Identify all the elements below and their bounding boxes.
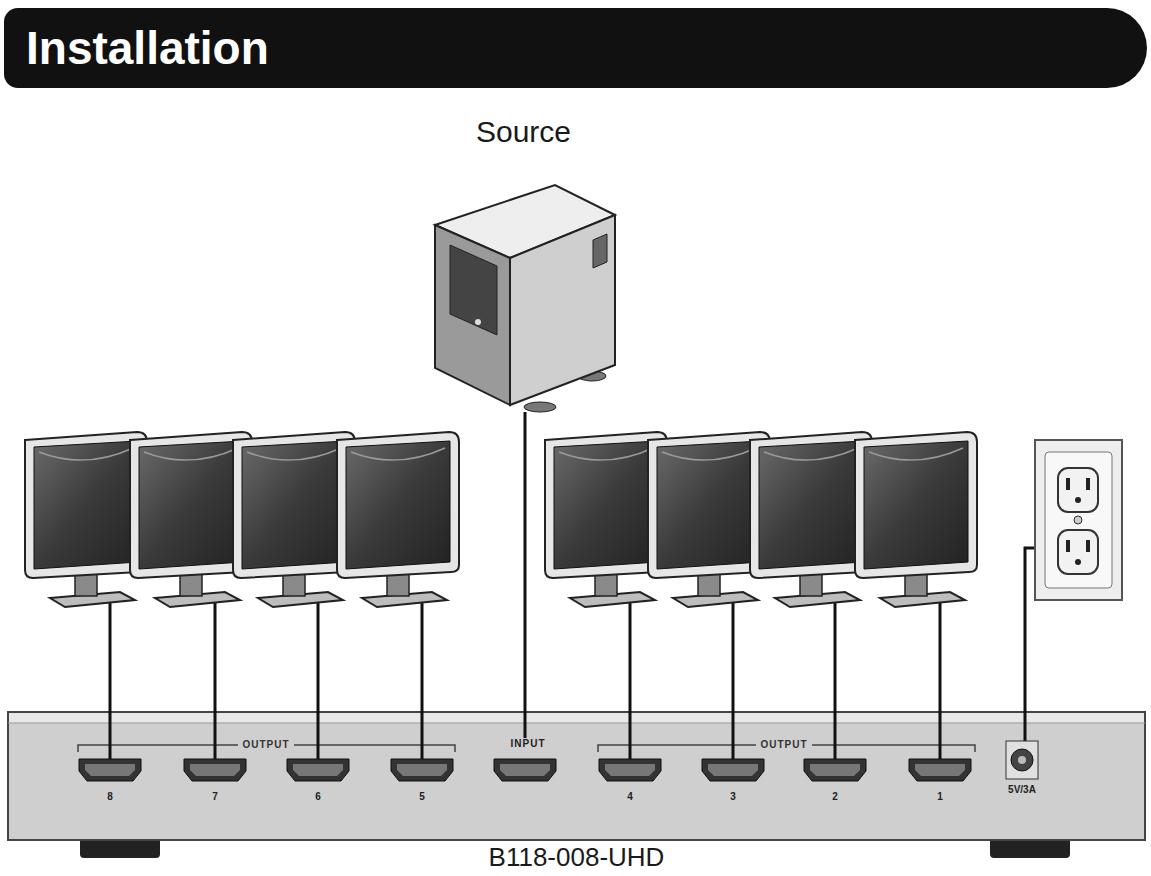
hdmi-cable — [939, 592, 942, 760]
hdmi-cable — [109, 592, 112, 760]
hdmi-port — [492, 757, 558, 783]
monitors — [25, 432, 977, 607]
node-label: INPUT — [482, 738, 574, 750]
hdmi-cable — [629, 592, 632, 760]
title-text: Installation — [4, 8, 1147, 88]
node-label: B118-008-UHD — [8, 842, 1145, 872]
hdmi-cable — [834, 592, 837, 760]
monitor — [25, 432, 147, 607]
output-port: 8 — [70, 757, 150, 805]
output-port: 7 — [175, 757, 255, 805]
hdmi-cable — [421, 592, 424, 760]
node-label: 7 — [175, 791, 255, 803]
splitter-device: B118-008-UHD8765INPUT43215V/3A — [8, 712, 1145, 840]
hdmi-cable — [317, 592, 320, 760]
port-group-label: OUTPUT — [756, 739, 811, 751]
output-port: 5 — [382, 757, 462, 805]
output-port: 4 — [590, 757, 670, 805]
node-label: 5V/3A — [987, 784, 1057, 796]
hdmi-cable — [732, 592, 735, 760]
title-bar: Installation — [4, 8, 1147, 88]
hdmi-port — [285, 757, 351, 783]
input-port: INPUT — [482, 738, 568, 786]
node-label: 3 — [693, 791, 773, 803]
hdmi-port — [700, 757, 766, 783]
hdmi-cable — [214, 592, 217, 760]
output-port: 1 — [900, 757, 980, 805]
monitor — [750, 432, 872, 607]
hdmi-port — [907, 757, 973, 783]
node-label: 6 — [278, 791, 358, 803]
hdmi-port — [182, 757, 248, 783]
splitter-housing — [8, 712, 1145, 858]
source-computer: Source — [432, 112, 615, 412]
node-label: Source — [432, 112, 615, 152]
hdmi-port — [597, 757, 663, 783]
node-label: 1 — [900, 791, 980, 803]
power-jack: 5V/3A — [987, 740, 1057, 812]
node-label: 5 — [382, 791, 462, 803]
wall-outlet — [1025, 440, 1122, 762]
node-label: 8 — [70, 791, 150, 803]
output-port: 2 — [795, 757, 875, 805]
dc-jack — [1005, 740, 1039, 780]
hdmi-cable — [524, 412, 527, 738]
output-port: 3 — [693, 757, 773, 805]
monitor — [337, 432, 459, 607]
monitor — [855, 432, 977, 607]
source-computer — [435, 185, 615, 412]
hdmi-port — [77, 757, 143, 783]
port-group-label: OUTPUT — [238, 739, 293, 751]
node-label: 4 — [590, 791, 670, 803]
hdmi-port — [389, 757, 455, 783]
output-port: 6 — [278, 757, 358, 805]
hdmi-port — [802, 757, 868, 783]
node-label: 2 — [795, 791, 875, 803]
